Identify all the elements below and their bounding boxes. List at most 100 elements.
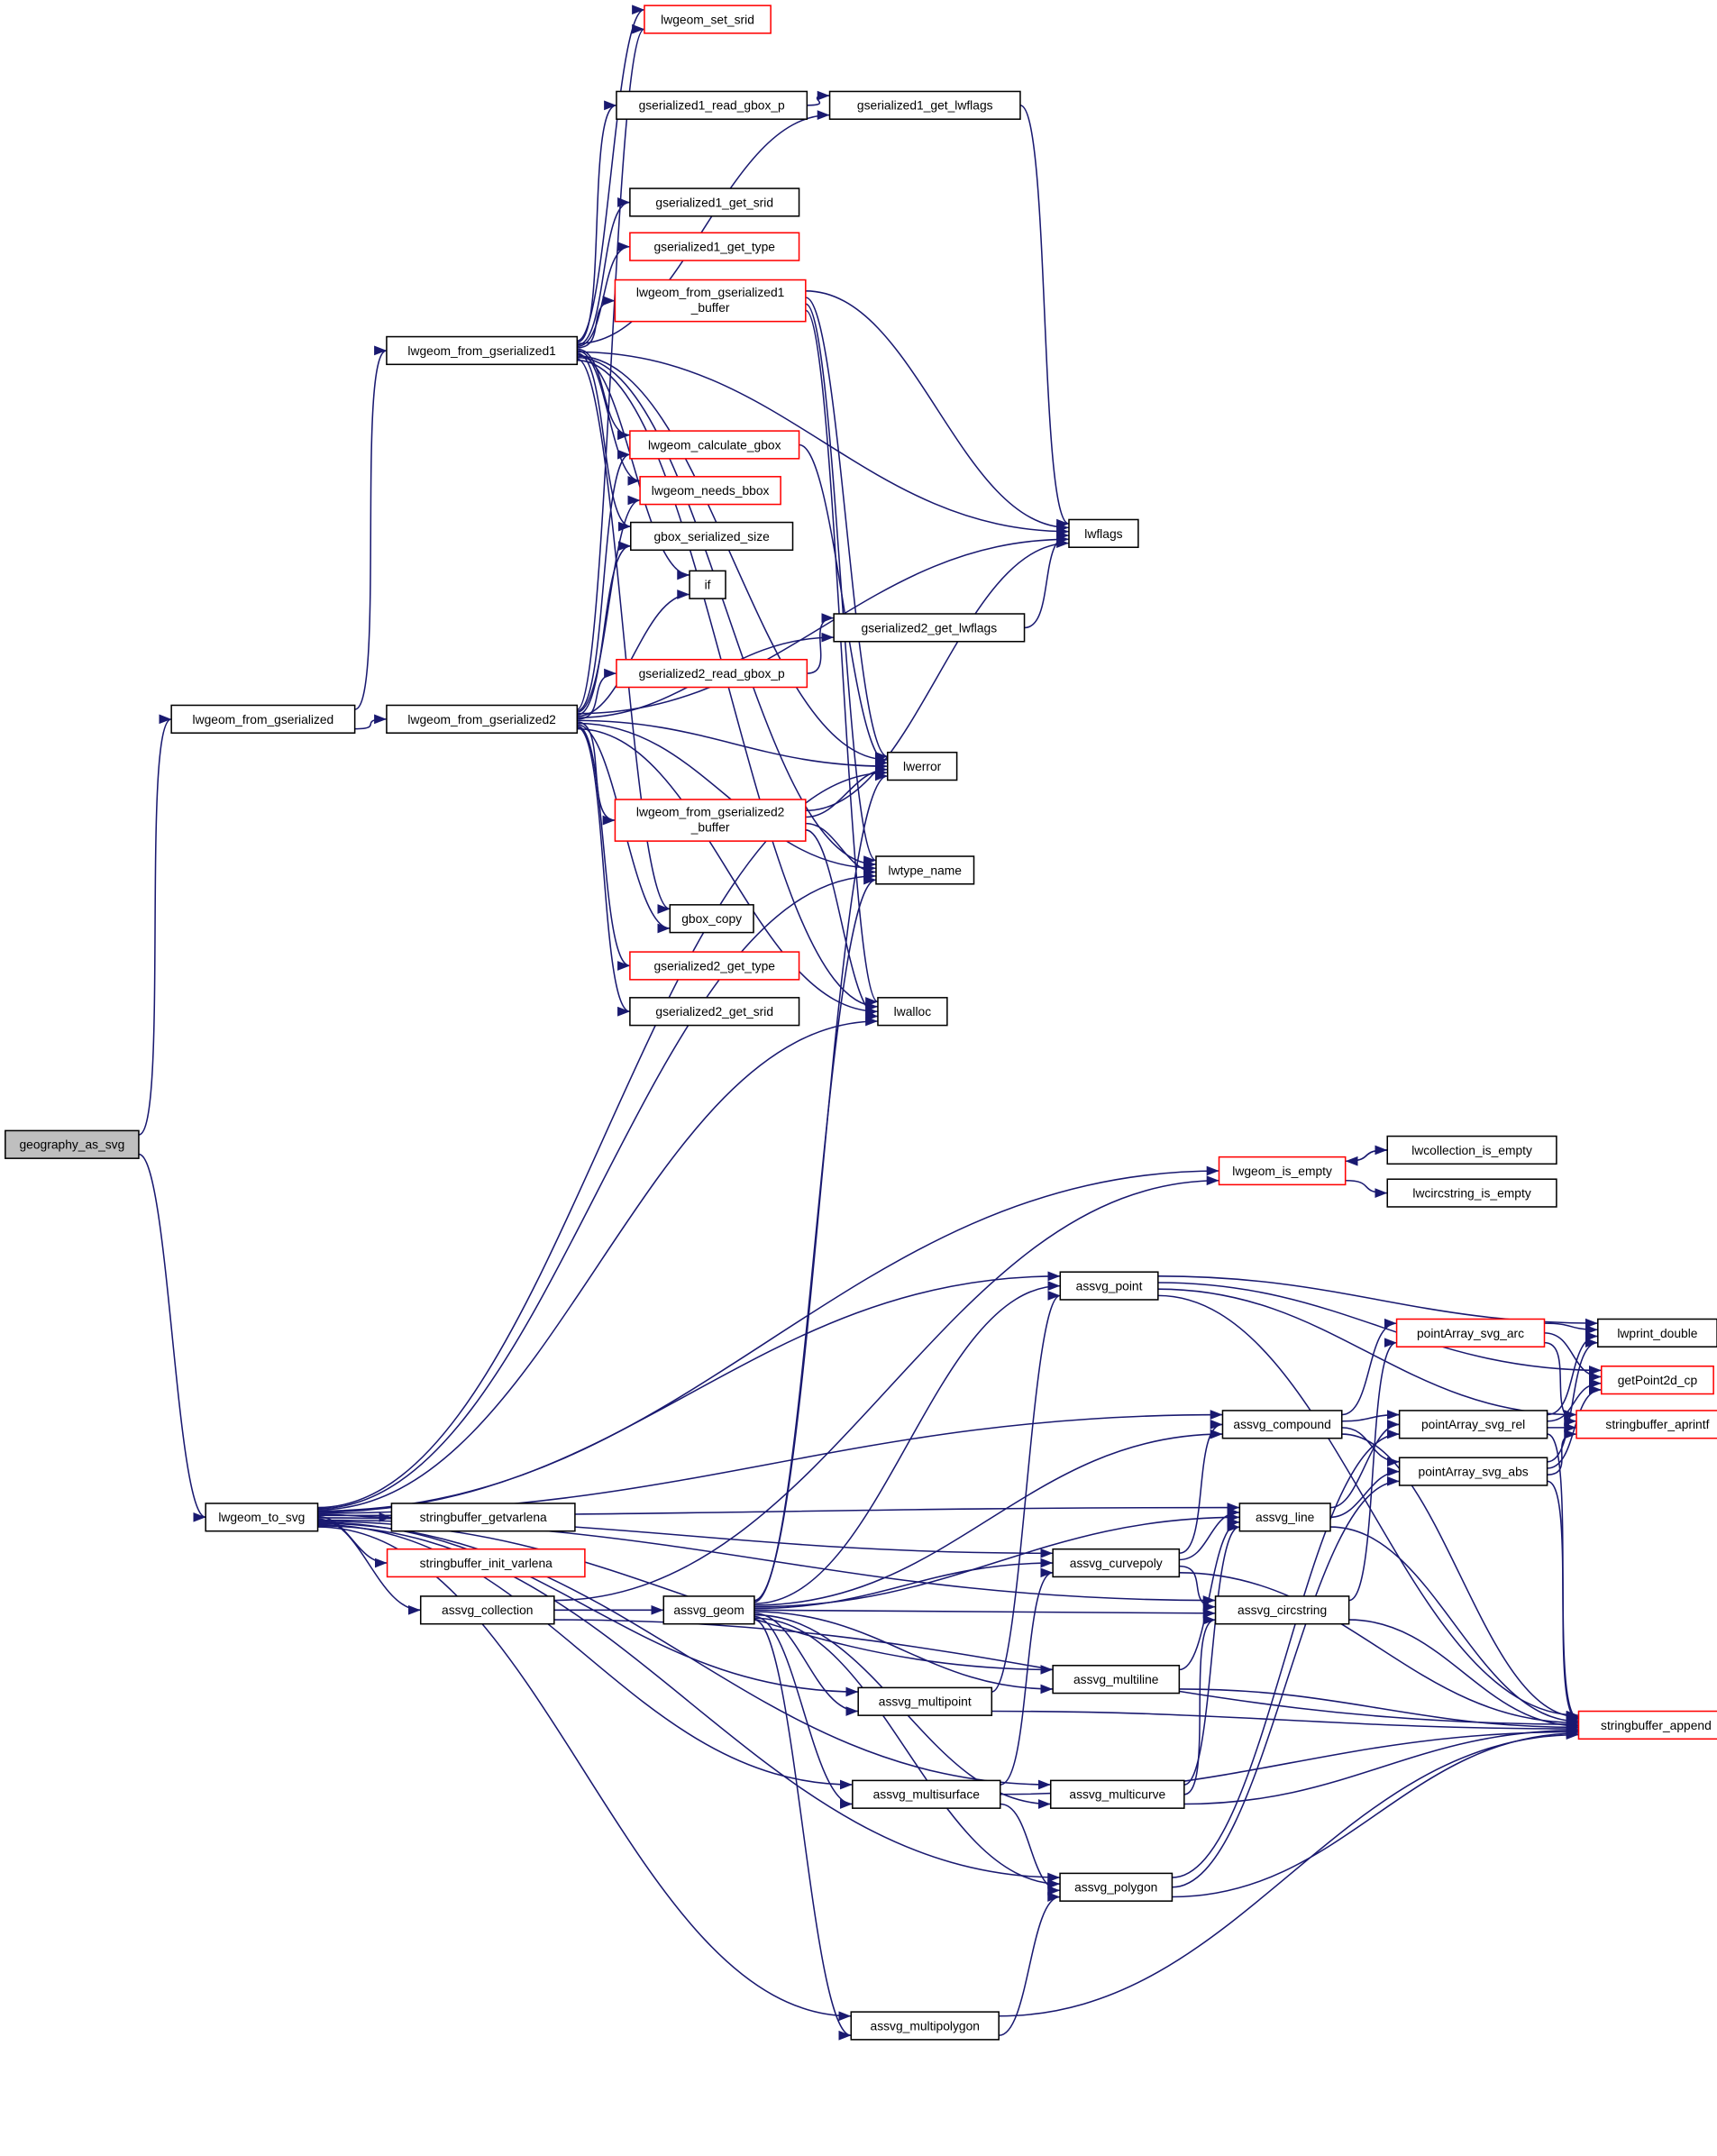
- node-lwcollection_is_empty[interactable]: lwcollection_is_empty: [1386, 1135, 1557, 1165]
- node-box-assvg_multisurface[interactable]: [852, 1779, 1001, 1809]
- node-box-assvg_curvepoly[interactable]: [1052, 1548, 1181, 1578]
- node-assvg_geom[interactable]: assvg_geom: [662, 1595, 755, 1625]
- node-assvg_point[interactable]: assvg_point: [1059, 1271, 1159, 1301]
- node-lwprint_double[interactable]: lwprint_double: [1597, 1318, 1717, 1348]
- node-box-lwgeom_from_gserialized1[interactable]: [386, 335, 579, 366]
- node-label-assvg_multipoint: assvg_multipoint: [879, 1695, 972, 1709]
- node-lwerror[interactable]: lwerror: [886, 751, 958, 781]
- node-box-assvg_circstring[interactable]: [1214, 1595, 1350, 1625]
- node-box-lwgeom_set_srid[interactable]: [644, 5, 772, 34]
- node-gserialized1_get_srid[interactable]: gserialized1_get_srid: [629, 187, 800, 217]
- node-box-pointArray_svg_abs[interactable]: [1398, 1457, 1548, 1486]
- node-box-assvg_geom[interactable]: [662, 1595, 755, 1625]
- node-box-lwgeom_to_svg[interactable]: [205, 1503, 319, 1532]
- node-box-if[interactable]: [689, 570, 726, 599]
- node-box-gserialized2_get_lwflags[interactable]: [833, 613, 1026, 643]
- node-box-stringbuffer_getvarlena[interactable]: [390, 1503, 576, 1532]
- node-gserialized1_get_lwflags[interactable]: gserialized1_get_lwflags: [828, 90, 1021, 120]
- node-box-stringbuffer_append[interactable]: [1577, 1710, 1717, 1740]
- node-gserialized1_get_type[interactable]: gserialized1_get_type: [629, 232, 800, 261]
- node-pointArray_svg_rel[interactable]: pointArray_svg_rel: [1398, 1410, 1548, 1439]
- node-stringbuffer_aprintf[interactable]: stringbuffer_aprintf: [1575, 1410, 1717, 1439]
- node-lwgeom_from_gserialized[interactable]: lwgeom_from_gserialized: [170, 704, 356, 734]
- node-box-lwgeom_from_gserialized[interactable]: [170, 704, 356, 734]
- node-gserialized2_get_srid[interactable]: gserialized2_get_srid: [629, 997, 800, 1027]
- node-lwgeom_from_gserialized2[interactable]: lwgeom_from_gserialized2: [386, 704, 579, 734]
- node-assvg_compound[interactable]: assvg_compound: [1221, 1410, 1343, 1439]
- node-assvg_collection[interactable]: assvg_collection: [419, 1595, 555, 1625]
- node-assvg_multipoint[interactable]: assvg_multipoint: [857, 1686, 993, 1716]
- node-stringbuffer_append[interactable]: stringbuffer_append: [1577, 1710, 1717, 1740]
- node-box-lwgeom_calculate_gbox[interactable]: [629, 430, 800, 460]
- edge-lwgeom_to_svg-to-assvg_multisurface: [317, 1523, 853, 1790]
- node-if[interactable]: if: [689, 570, 726, 599]
- node-box-lwgeom_is_empty[interactable]: [1218, 1156, 1347, 1186]
- node-lwalloc[interactable]: lwalloc: [877, 997, 948, 1027]
- node-box-pointArray_svg_arc[interactable]: [1395, 1318, 1546, 1348]
- node-assvg_multiline[interactable]: assvg_multiline: [1052, 1665, 1181, 1695]
- node-box-assvg_multicurve[interactable]: [1049, 1779, 1185, 1809]
- node-box-lwtype_name[interactable]: [875, 855, 975, 885]
- node-box-lwcircstring_is_empty[interactable]: [1386, 1178, 1557, 1208]
- node-assvg_multipolygon[interactable]: assvg_multipolygon: [850, 2011, 1000, 2041]
- node-gserialized1_read_gbox_p[interactable]: gserialized1_read_gbox_p: [616, 90, 808, 120]
- node-box-gbox_serialized_size[interactable]: [630, 521, 794, 552]
- node-box-assvg_line[interactable]: [1238, 1503, 1331, 1532]
- node-box-assvg_multiline[interactable]: [1052, 1665, 1181, 1695]
- node-box-gserialized2_get_srid[interactable]: [629, 997, 800, 1027]
- node-pointArray_svg_abs[interactable]: pointArray_svg_abs: [1398, 1457, 1548, 1486]
- node-lwgeom_from_gserialized2_buffer[interactable]: lwgeom_from_gserialized2_buffer: [614, 799, 807, 842]
- node-box-assvg_multipolygon[interactable]: [850, 2011, 1000, 2041]
- node-box-assvg_polygon[interactable]: [1059, 1872, 1174, 1902]
- node-assvg_circstring[interactable]: assvg_circstring: [1214, 1595, 1350, 1625]
- node-box-lwgeom_from_gserialized2[interactable]: [386, 704, 579, 734]
- node-lwgeom_is_empty[interactable]: lwgeom_is_empty: [1218, 1156, 1347, 1186]
- node-assvg_multicurve[interactable]: assvg_multicurve: [1049, 1779, 1185, 1809]
- node-box-lwgeom_needs_bbox[interactable]: [639, 476, 781, 506]
- node-box-stringbuffer_aprintf[interactable]: [1575, 1410, 1717, 1439]
- node-box-lwprint_double[interactable]: [1597, 1318, 1717, 1348]
- node-lwgeom_calculate_gbox[interactable]: lwgeom_calculate_gbox: [629, 430, 800, 460]
- node-gserialized2_read_gbox_p[interactable]: gserialized2_read_gbox_p: [616, 658, 808, 689]
- node-box-lwflags[interactable]: [1068, 518, 1139, 548]
- node-box-gserialized1_get_type[interactable]: [629, 232, 800, 261]
- node-lwgeom_from_gserialized1_buffer[interactable]: lwgeom_from_gserialized1_buffer: [614, 279, 807, 323]
- node-box-assvg_collection[interactable]: [419, 1595, 555, 1625]
- node-box-lwgeom_from_gserialized1_buffer[interactable]: [614, 279, 807, 323]
- node-assvg_curvepoly[interactable]: assvg_curvepoly: [1052, 1548, 1181, 1578]
- node-box-getPoint2d_cp[interactable]: [1600, 1365, 1714, 1395]
- node-pointArray_svg_arc[interactable]: pointArray_svg_arc: [1395, 1318, 1546, 1348]
- node-lwflags[interactable]: lwflags: [1068, 518, 1139, 548]
- node-assvg_multisurface[interactable]: assvg_multisurface: [852, 1779, 1001, 1809]
- node-lwgeom_needs_bbox[interactable]: lwgeom_needs_bbox: [639, 476, 781, 506]
- node-assvg_polygon[interactable]: assvg_polygon: [1059, 1872, 1174, 1902]
- node-box-gserialized2_get_type[interactable]: [629, 951, 800, 981]
- node-box-pointArray_svg_rel[interactable]: [1398, 1410, 1548, 1439]
- node-lwgeom_to_svg[interactable]: lwgeom_to_svg: [205, 1503, 319, 1532]
- node-stringbuffer_getvarlena[interactable]: stringbuffer_getvarlena: [390, 1503, 576, 1532]
- node-lwtype_name[interactable]: lwtype_name: [875, 855, 975, 885]
- node-box-assvg_multipoint[interactable]: [857, 1686, 993, 1716]
- node-box-gbox_copy[interactable]: [669, 904, 754, 934]
- node-box-gserialized2_read_gbox_p[interactable]: [616, 658, 808, 689]
- node-box-gserialized1_get_srid[interactable]: [629, 187, 800, 217]
- node-gserialized2_get_lwflags[interactable]: gserialized2_get_lwflags: [833, 613, 1026, 643]
- node-lwcircstring_is_empty[interactable]: lwcircstring_is_empty: [1386, 1178, 1557, 1208]
- node-box-lwcollection_is_empty[interactable]: [1386, 1135, 1557, 1165]
- node-getPoint2d_cp[interactable]: getPoint2d_cp: [1600, 1365, 1714, 1395]
- node-lwgeom_from_gserialized1[interactable]: lwgeom_from_gserialized1: [386, 335, 579, 366]
- node-box-stringbuffer_init_varlena[interactable]: [386, 1548, 586, 1578]
- node-box-assvg_point[interactable]: [1059, 1271, 1159, 1301]
- node-box-lwgeom_from_gserialized2_buffer[interactable]: [614, 799, 807, 842]
- node-gbox_serialized_size[interactable]: gbox_serialized_size: [630, 521, 794, 552]
- node-box-lwerror[interactable]: [886, 751, 958, 781]
- node-stringbuffer_init_varlena[interactable]: stringbuffer_init_varlena: [386, 1548, 586, 1578]
- node-assvg_line[interactable]: assvg_line: [1238, 1503, 1331, 1532]
- node-box-gserialized1_read_gbox_p[interactable]: [616, 90, 808, 120]
- node-box-lwalloc[interactable]: [877, 997, 948, 1027]
- node-box-gserialized1_get_lwflags[interactable]: [828, 90, 1021, 120]
- node-gserialized2_get_type[interactable]: gserialized2_get_type: [629, 951, 800, 981]
- node-lwgeom_set_srid[interactable]: lwgeom_set_srid: [644, 5, 772, 34]
- node-box-assvg_compound[interactable]: [1221, 1410, 1343, 1439]
- node-gbox_copy[interactable]: gbox_copy: [669, 904, 754, 934]
